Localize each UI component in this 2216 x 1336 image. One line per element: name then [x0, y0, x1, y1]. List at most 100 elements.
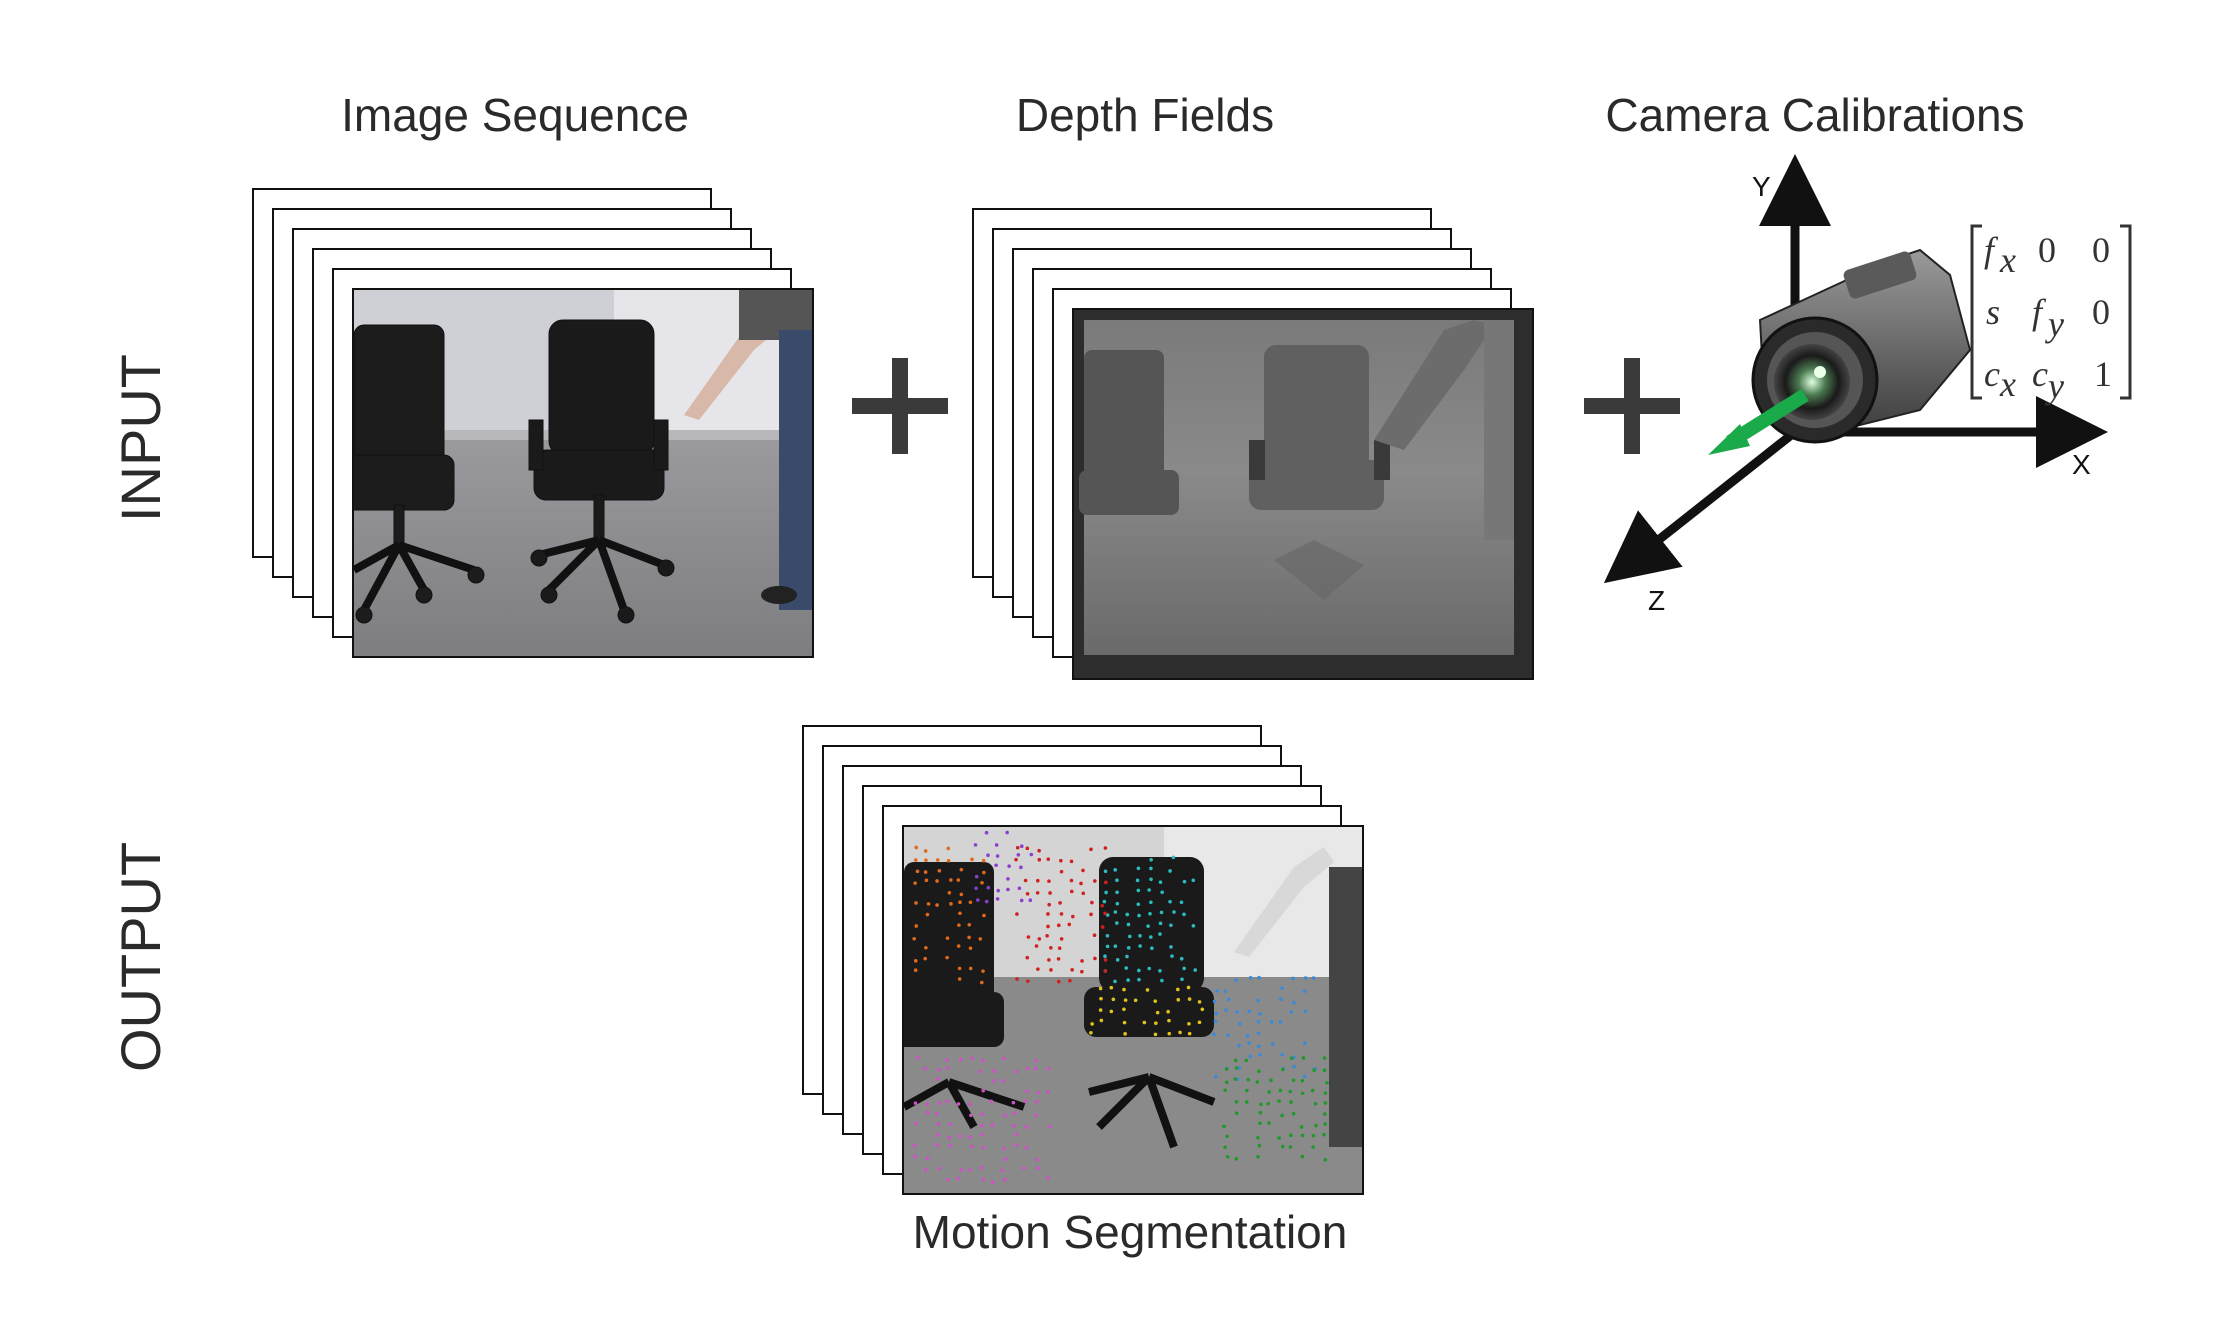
segment-point [1023, 1099, 1028, 1104]
segment-point [923, 870, 928, 874]
segment-point [1171, 855, 1176, 860]
segment-point [1323, 1122, 1327, 1126]
segment-point [1314, 1123, 1318, 1128]
segment-point [926, 902, 931, 906]
segment-point [924, 946, 928, 950]
segment-point [1158, 932, 1162, 936]
segment-point [1025, 1066, 1029, 1071]
matrix-zero: 0 [2092, 292, 2110, 332]
segment-point [1237, 1022, 1242, 1026]
segment-point [1081, 868, 1085, 873]
segment-point [1069, 859, 1074, 864]
segment-point [1244, 1100, 1249, 1104]
segment-point [1226, 1033, 1231, 1038]
matrix-sub: x [1999, 364, 2016, 404]
segment-point [949, 902, 953, 906]
segment-point [1122, 1007, 1126, 1012]
segment-point [1191, 878, 1196, 883]
segment-point [945, 955, 949, 960]
segment-point [1160, 890, 1164, 895]
segment-point [1225, 1134, 1229, 1139]
matrix-sub: y [2045, 366, 2064, 406]
segment-point [989, 1099, 994, 1104]
segment-point [1067, 922, 1072, 927]
segment-point [956, 944, 961, 948]
segment-point [1103, 911, 1107, 916]
segment-point [1125, 954, 1129, 959]
segment-point [1037, 857, 1042, 862]
segment-point [1113, 979, 1117, 984]
segment-point [1138, 934, 1142, 938]
segment-point [1280, 986, 1284, 991]
segment-point [1017, 886, 1022, 891]
segment-point [1090, 900, 1094, 905]
segment-point [995, 897, 1000, 901]
segment-point [1289, 1133, 1293, 1138]
segment-point [1033, 1066, 1038, 1071]
segment-point [969, 1144, 974, 1149]
segment-point [923, 1167, 928, 1172]
segment-point [1291, 1111, 1296, 1116]
segment-point [947, 890, 952, 895]
image-sequence-title: Image Sequence [341, 89, 689, 141]
segment-point [1158, 921, 1163, 926]
segment-point [1115, 878, 1119, 883]
segment-point [1149, 877, 1153, 882]
segment-point [1257, 1143, 1262, 1148]
segment-point [1047, 958, 1051, 962]
segment-point [1071, 914, 1075, 919]
segment-point [981, 1059, 985, 1063]
segment-point [1246, 1077, 1251, 1082]
segment-point [1247, 1041, 1251, 1045]
segment-point [1148, 911, 1152, 916]
segment-point [1019, 844, 1024, 849]
segment-point [1149, 866, 1153, 871]
segment-point [1224, 1008, 1228, 1012]
camera-calibrations-title: Camera Calibrations [1605, 89, 2025, 141]
segment-point [1126, 978, 1130, 982]
segment-point [1142, 1020, 1147, 1025]
segment-point [1015, 845, 1020, 850]
segment-point [1213, 1019, 1218, 1024]
segment-point [969, 1113, 973, 1118]
segment-point [925, 1102, 929, 1107]
segment-point [1001, 1056, 1006, 1061]
segment-point [1014, 857, 1018, 862]
segment-point [956, 1176, 960, 1181]
segment-point [981, 969, 985, 973]
segment-point [1135, 878, 1140, 883]
segment-point [1026, 935, 1031, 939]
matrix-sub: x [1999, 240, 2016, 280]
segment-point [1323, 1158, 1328, 1162]
segment-point [1166, 1009, 1170, 1014]
segment-point [981, 1145, 986, 1150]
segment-point [1269, 1078, 1273, 1083]
segment-point [1028, 898, 1033, 903]
segment-point [1115, 901, 1120, 906]
segment-point [1035, 1099, 1039, 1104]
segment-point [913, 959, 918, 963]
segment-point [1248, 1054, 1253, 1059]
segment-point [1045, 1090, 1050, 1094]
segment-point [980, 1123, 984, 1128]
segment-point [1223, 989, 1228, 994]
segment-point [1123, 998, 1128, 1002]
segment-point [967, 935, 971, 940]
segment-point [995, 854, 1000, 858]
segment-point [1234, 1100, 1239, 1104]
segment-point [1105, 913, 1110, 917]
segment-point [1049, 968, 1053, 972]
segment-point [990, 1123, 995, 1127]
segment-point [1169, 945, 1173, 949]
segment-point [946, 858, 951, 863]
segment-point [1059, 869, 1064, 874]
segment-point [981, 1088, 985, 1093]
segment-point [1089, 1030, 1093, 1035]
segment-point [1089, 912, 1093, 917]
segment-point [1302, 1074, 1307, 1079]
segment-point [1277, 1099, 1281, 1103]
segment-point [979, 1166, 984, 1170]
segment-point [913, 1154, 917, 1159]
segment-point [1019, 865, 1023, 870]
segment-point [1200, 1007, 1205, 1012]
